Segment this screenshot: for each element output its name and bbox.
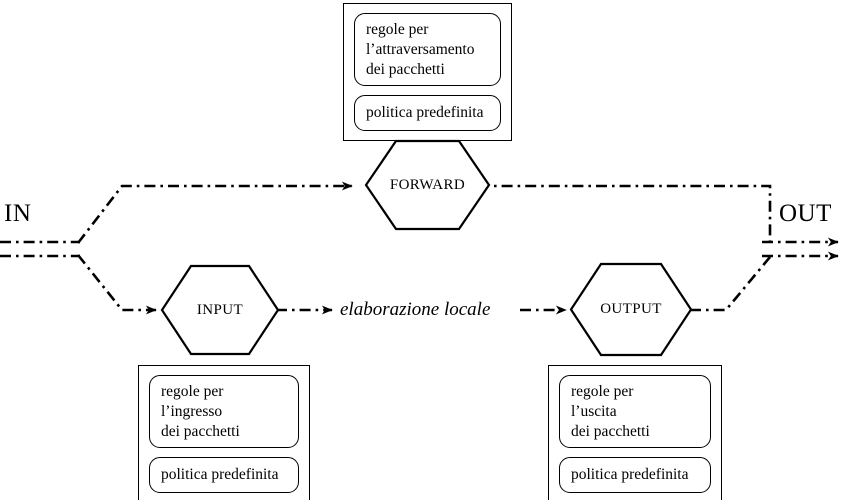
node-output[interactable]: OUTPUT (569, 262, 693, 357)
wire-in-to-input (76, 254, 157, 315)
node-input[interactable]: INPUT (160, 264, 280, 356)
wire-output-to-out (690, 256, 772, 312)
rulebox-output: regole per l’uscita dei pacchetti politi… (548, 365, 722, 500)
rulebox-input-rules: regole per l’ingresso dei pacchetti (149, 375, 299, 449)
rulebox-forward: regole per l’attraversamento dei pacchet… (343, 3, 512, 142)
label-local-processing: elaborazione locale (340, 299, 491, 320)
label-in: IN (4, 200, 32, 227)
label-out: OUT (779, 200, 832, 227)
rulebox-input-policy: politica predefinita (149, 457, 299, 494)
rulebox-output-rules: regole per l’uscita dei pacchetti (559, 375, 711, 449)
rulebox-forward-rules: regole per l’attraversamento dei pacchet… (354, 13, 501, 87)
node-forward-label: FORWARD (389, 176, 466, 193)
node-output-label: OUTPUT (600, 301, 662, 317)
wire-forward-to-out (478, 184, 772, 243)
node-input-label: INPUT (196, 301, 244, 318)
rulebox-output-policy: politica predefinita (559, 457, 711, 494)
rulebox-forward-policy: politica predefinita (354, 95, 501, 132)
wire-in-to-forward (76, 181, 353, 244)
rulebox-input: regole per l’ingresso dei pacchetti poli… (138, 365, 310, 500)
node-forward[interactable]: FORWARD (364, 139, 491, 231)
